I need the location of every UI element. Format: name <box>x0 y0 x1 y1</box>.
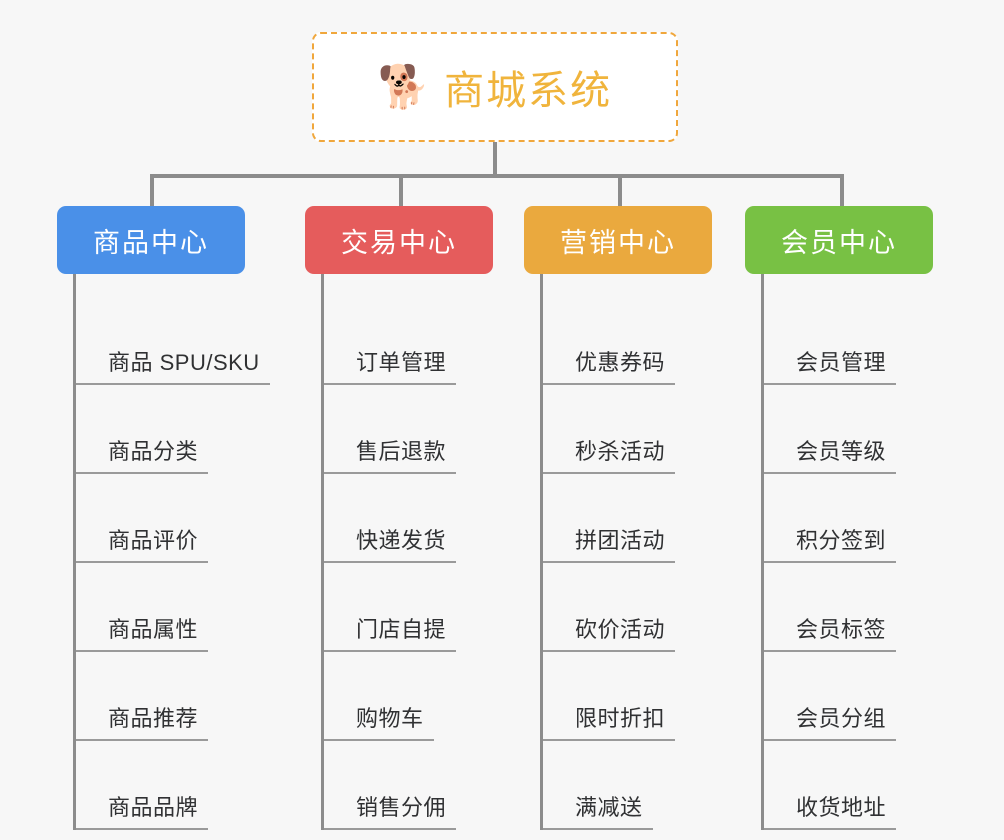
list-item[interactable]: 限时折扣 <box>543 652 712 741</box>
list-item[interactable]: 会员标签 <box>764 563 933 652</box>
category-header-label: 交易中心 <box>341 227 457 258</box>
leaf-label: 商品 SPU/SKU <box>76 345 270 385</box>
leaf-label: 购物车 <box>324 701 434 741</box>
category-column-product-center: 商品中心 商品 SPU/SKU 商品分类 商品评价 商品属性 商品推荐 商品品牌 <box>57 206 270 830</box>
category-header-label: 会员中心 <box>781 227 897 258</box>
list-item[interactable]: 会员分组 <box>764 652 933 741</box>
leaf-label: 会员标签 <box>764 612 897 652</box>
leaf-label: 门店自提 <box>324 612 457 652</box>
connector-drop-marketing-center <box>618 174 622 206</box>
leaf-label: 快递发货 <box>324 523 457 563</box>
leaf-label: 砍价活动 <box>543 612 676 652</box>
list-item[interactable]: 秒杀活动 <box>543 385 712 474</box>
leaf-label: 会员管理 <box>764 345 897 385</box>
root-node[interactable]: 🐕 商城系统 <box>312 32 678 142</box>
leaf-label: 优惠券码 <box>543 345 676 385</box>
category-column-member-center: 会员中心 会员管理 会员等级 积分签到 会员标签 会员分组 收货地址 <box>745 206 933 830</box>
leaf-label: 会员分组 <box>764 701 897 741</box>
leaf-label: 售后退款 <box>324 434 457 474</box>
leaf-label: 限时折扣 <box>543 701 676 741</box>
category-column-marketing-center: 营销中心 优惠券码 秒杀活动 拼团活动 砍价活动 限时折扣 满减送 <box>524 206 712 830</box>
leaf-list-product-center: 商品 SPU/SKU 商品分类 商品评价 商品属性 商品推荐 商品品牌 <box>73 296 270 830</box>
list-item[interactable]: 砍价活动 <box>543 563 712 652</box>
list-item[interactable]: 商品属性 <box>76 563 245 652</box>
category-header-label: 商品中心 <box>93 227 209 258</box>
connector-drop-product-center <box>150 174 154 206</box>
list-item[interactable]: 商品品牌 <box>76 741 245 830</box>
list-item[interactable]: 快递发货 <box>324 474 493 563</box>
category-header-marketing-center[interactable]: 营销中心 <box>524 206 712 274</box>
leaf-label: 收货地址 <box>764 790 897 830</box>
list-item[interactable]: 积分签到 <box>764 474 933 563</box>
list-item[interactable]: 购物车 <box>324 652 493 741</box>
category-header-trade-center[interactable]: 交易中心 <box>305 206 493 274</box>
leaf-label: 满减送 <box>543 790 653 830</box>
list-item[interactable]: 商品 SPU/SKU <box>76 296 270 385</box>
category-column-trade-center: 交易中心 订单管理 售后退款 快递发货 门店自提 购物车 销售分佣 <box>305 206 493 830</box>
leaf-label: 商品属性 <box>76 612 209 652</box>
leaf-label: 积分签到 <box>764 523 897 563</box>
leaf-list-member-center: 会员管理 会员等级 积分签到 会员标签 会员分组 收货地址 <box>761 296 933 830</box>
list-item[interactable]: 商品推荐 <box>76 652 245 741</box>
leaf-label: 秒杀活动 <box>543 434 676 474</box>
root-title: 商城系统 <box>444 69 613 113</box>
list-item[interactable]: 会员等级 <box>764 385 933 474</box>
connector-drop-trade-center <box>399 174 403 206</box>
connector-header-to-list <box>73 274 76 296</box>
leaf-list-marketing-center: 优惠券码 秒杀活动 拼团活动 砍价活动 限时折扣 满减送 <box>540 296 712 830</box>
leaf-list-trade-center: 订单管理 售后退款 快递发货 门店自提 购物车 销售分佣 <box>321 296 493 830</box>
leaf-label: 会员等级 <box>764 434 897 474</box>
connector-header-to-list <box>761 274 764 296</box>
category-header-member-center[interactable]: 会员中心 <box>745 206 933 274</box>
leaf-label: 拼团活动 <box>543 523 676 563</box>
leaf-label: 销售分佣 <box>324 790 457 830</box>
shiba-dog-face-icon: 🐕 <box>377 63 431 110</box>
connector-root-stem <box>493 142 497 176</box>
leaf-label: 商品推荐 <box>76 701 209 741</box>
leaf-label: 商品品牌 <box>76 790 209 830</box>
list-item[interactable]: 会员管理 <box>764 296 933 385</box>
list-item[interactable]: 销售分佣 <box>324 741 493 830</box>
list-item[interactable]: 售后退款 <box>324 385 493 474</box>
list-item[interactable]: 订单管理 <box>324 296 493 385</box>
list-item[interactable]: 收货地址 <box>764 741 933 830</box>
list-item[interactable]: 拼团活动 <box>543 474 712 563</box>
leaf-label: 订单管理 <box>324 345 457 385</box>
list-item[interactable]: 门店自提 <box>324 563 493 652</box>
list-item[interactable]: 满减送 <box>543 741 712 830</box>
list-item[interactable]: 优惠券码 <box>543 296 712 385</box>
connector-header-to-list <box>321 274 324 296</box>
list-item[interactable]: 商品评价 <box>76 474 245 563</box>
category-header-product-center[interactable]: 商品中心 <box>57 206 245 274</box>
leaf-label: 商品评价 <box>76 523 209 563</box>
connector-header-to-list <box>540 274 543 296</box>
list-item[interactable]: 商品分类 <box>76 385 245 474</box>
connector-horizontal-bar <box>150 174 844 178</box>
connector-drop-member-center <box>840 174 844 206</box>
leaf-label: 商品分类 <box>76 434 209 474</box>
category-header-label: 营销中心 <box>560 227 676 258</box>
